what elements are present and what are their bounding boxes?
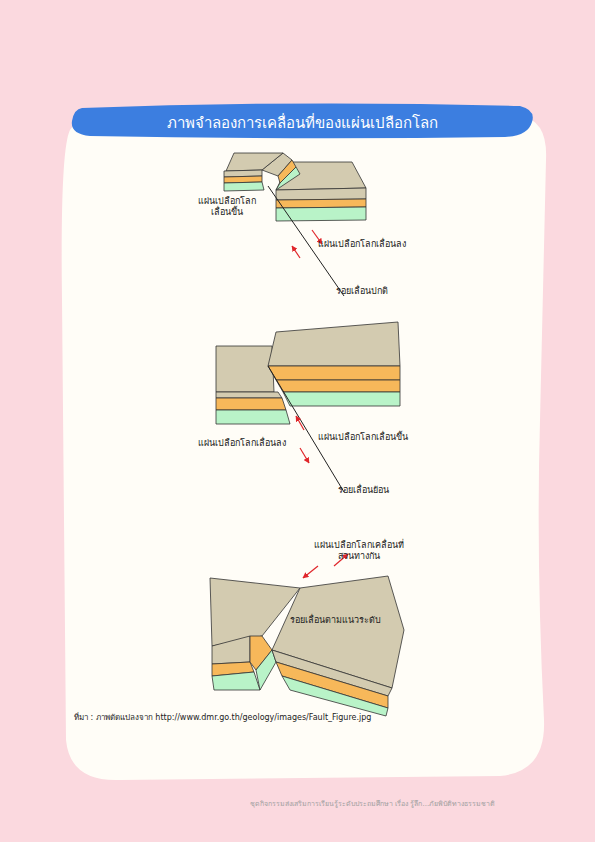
fault-name: รอยเลื่อนย้อน — [338, 485, 428, 496]
plate-label: แผ่นเปลือกโลกเลื่อนลง — [198, 438, 308, 449]
page-title: ภาพจำลองการเคลื่อนที่ของแผ่นเปลือกโลก — [82, 111, 522, 135]
normal-fault-figure — [224, 153, 366, 296]
fault-name: รอยเลื่อนปกติ — [336, 286, 426, 297]
plate-label: แผ่นเปลือกโลกเลื่อนขึ้น — [318, 432, 430, 443]
reverse-fault-figure — [216, 322, 400, 492]
plate-label: แผ่นเปลือกโลกเลื่อนลง — [318, 239, 428, 250]
source-note: ที่มา : ภาพดัดแปลงจาก http://www.dmr.go.… — [74, 713, 514, 723]
title-banner — [72, 103, 533, 138]
plate-label: แผ่นเปลือกโลกเลื่อนขึ้น — [196, 196, 258, 219]
page-panel — [62, 112, 546, 780]
strike-slip-fault-figure — [210, 576, 404, 716]
footer-note: ชุดกิจกรรมส่งเสริมการเรียนรู้ระดับประถมศ… — [250, 800, 550, 809]
plate-label: แผ่นเปลือกโลกเคลื่อนที่สวนทางกัน — [314, 540, 404, 563]
fault-name: รอยเลื่อนตามแนวระดับ — [290, 615, 400, 626]
